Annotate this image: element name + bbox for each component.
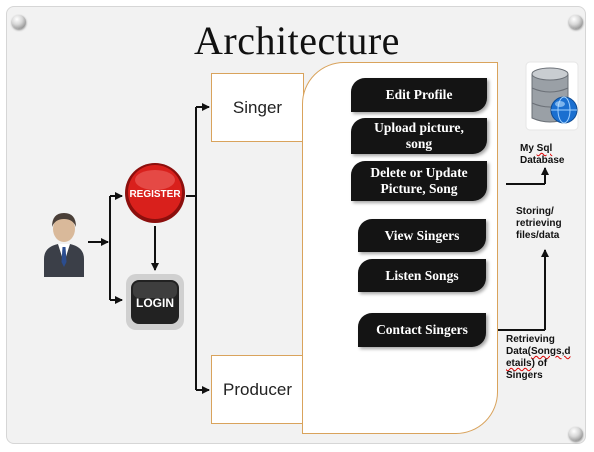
contact-singers-label: Contact Singers bbox=[376, 322, 468, 337]
register-button-label: REGISTER bbox=[129, 189, 181, 200]
contact-singers-button[interactable]: Contact Singers bbox=[358, 313, 486, 347]
listen-songs-button[interactable]: Listen Songs bbox=[358, 259, 486, 292]
upload-label: Upload picture,song bbox=[374, 120, 464, 151]
pin-icon-top-right bbox=[569, 15, 583, 29]
login-button-label: LOGIN bbox=[136, 296, 174, 310]
view-singers-label: View Singers bbox=[384, 227, 460, 243]
upload-picture-song-button[interactable]: Upload picture,song bbox=[351, 118, 487, 154]
singer-role-box[interactable]: Singer bbox=[211, 73, 304, 142]
producer-role-label: Producer bbox=[223, 379, 292, 399]
pin-icon-bottom-right bbox=[569, 427, 583, 441]
pin-icon-top-left bbox=[12, 15, 26, 29]
register-button-icon[interactable]: REGISTER bbox=[124, 162, 186, 224]
login-button-icon[interactable]: LOGIN bbox=[124, 272, 186, 332]
producer-role-box[interactable]: Producer bbox=[211, 355, 304, 424]
edit-profile-label: Edit Profile bbox=[385, 87, 453, 102]
user-avatar-icon bbox=[44, 213, 84, 277]
edit-profile-button[interactable]: Edit Profile bbox=[351, 78, 487, 112]
database-icon bbox=[525, 61, 579, 131]
listen-songs-label: Listen Songs bbox=[385, 267, 459, 283]
slide-title: Architecture bbox=[194, 18, 400, 63]
view-singers-button[interactable]: View Singers bbox=[358, 219, 486, 252]
singer-role-label: Singer bbox=[232, 97, 283, 117]
